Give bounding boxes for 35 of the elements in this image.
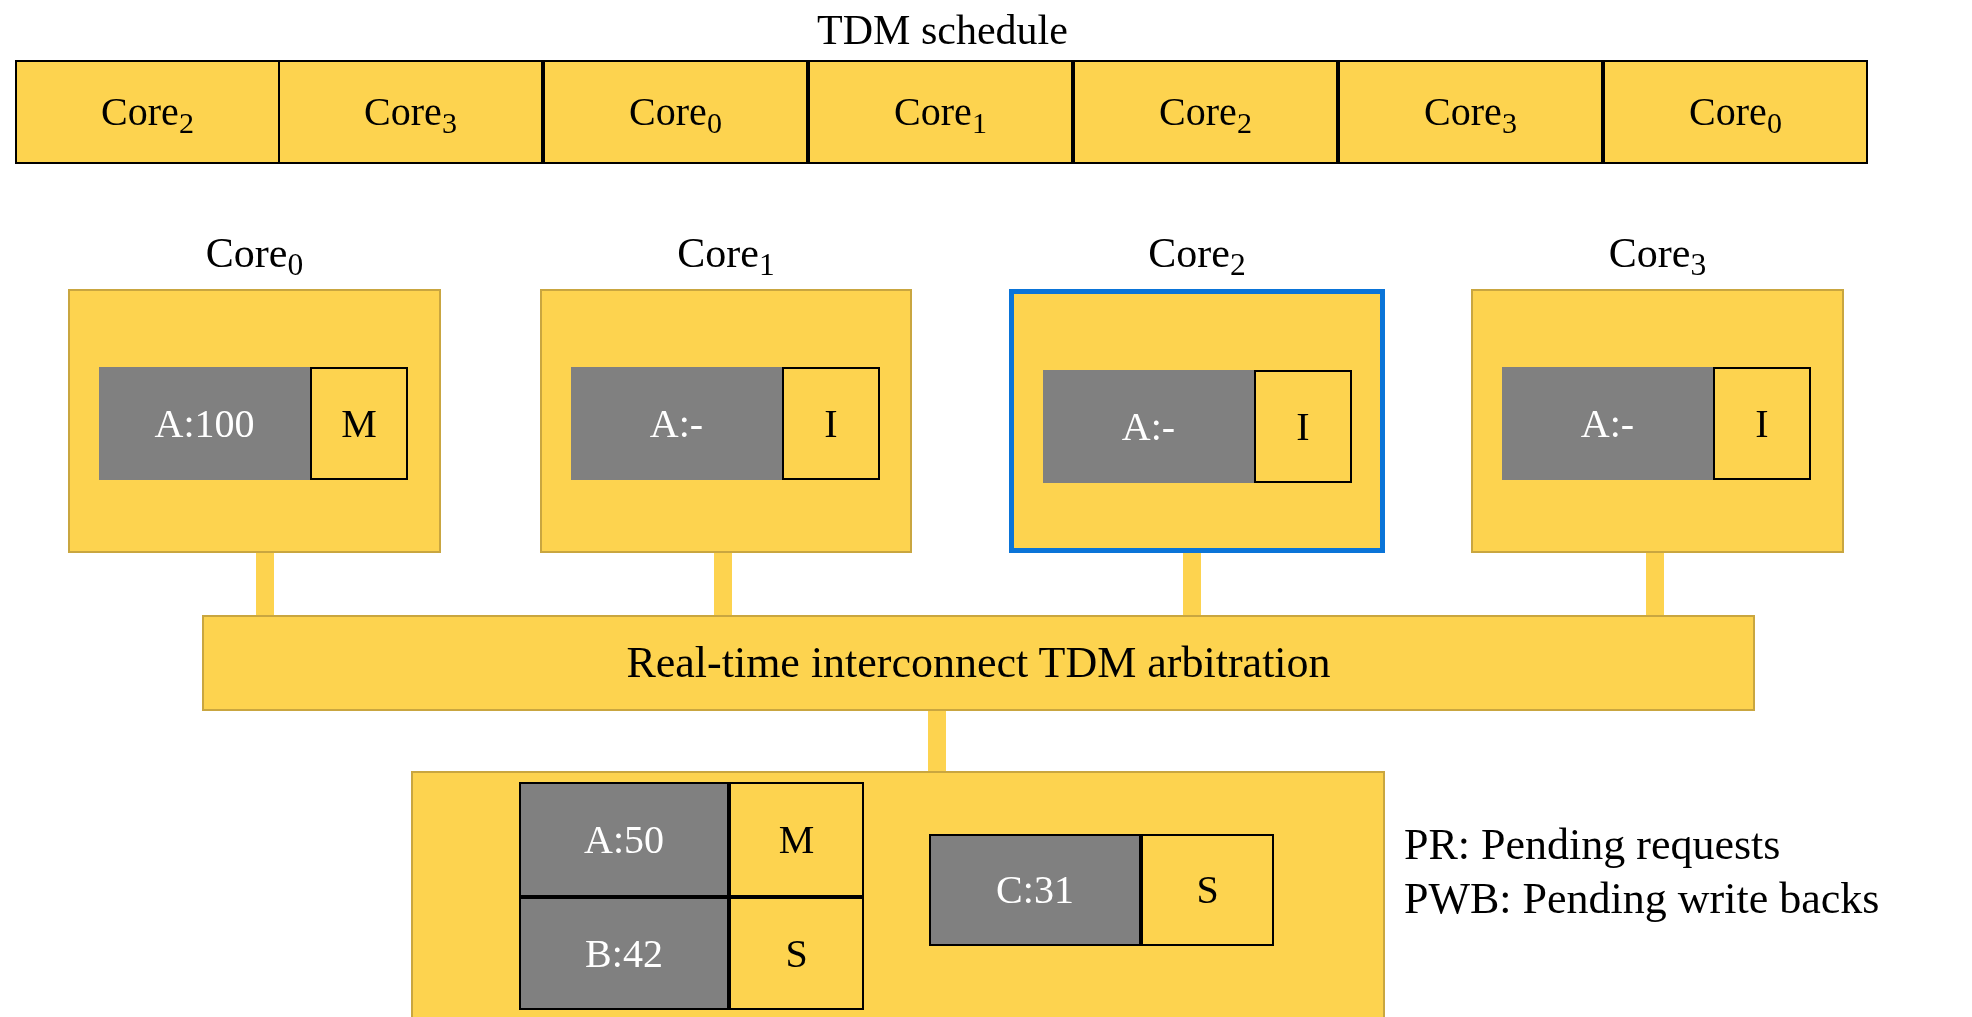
cache-tag: A:100	[99, 367, 310, 480]
cache-state: I	[782, 367, 880, 480]
connector-bar	[714, 553, 732, 615]
core-heading: Core$_{1}$	[676, 229, 776, 283]
schedule-slot: Core$_{2}$	[1073, 60, 1338, 164]
legend-note: PWB: Pending write backs	[1404, 873, 1880, 925]
schedule-slot: Core$_{2}$	[15, 60, 280, 164]
schedule-slot: Core$_{0}$	[1603, 60, 1868, 164]
cache-tag: A:50	[519, 782, 729, 897]
cache-tag: A:-	[1502, 367, 1713, 480]
core-heading: Core$_{3}$	[1607, 229, 1708, 283]
schedule-slot: Core$_{3}$	[1338, 60, 1603, 164]
connector-bar	[928, 711, 946, 771]
cache-tag: C:31	[929, 834, 1141, 946]
cache-state: M	[310, 367, 408, 480]
core-heading: Core$_{2}$	[1147, 229, 1247, 283]
schedule-title: TDM schedule	[816, 6, 1069, 55]
cache-state: I	[1713, 367, 1811, 480]
schedule-slot: Core$_{0}$	[543, 60, 808, 164]
connector-bar	[1183, 553, 1201, 615]
cache-state: M	[729, 782, 864, 897]
shared-cache-box	[411, 771, 1385, 1017]
cache-tag: A:-	[571, 367, 782, 480]
cache-state: I	[1254, 370, 1352, 483]
connector-bar	[256, 553, 274, 615]
connector-bar	[1646, 553, 1664, 615]
core-heading: Core$_{0}$	[204, 229, 305, 283]
interconnect-bar: Real-time interconnect TDM arbitration	[202, 615, 1755, 711]
cache-state: S	[1141, 834, 1274, 946]
legend-note: PR: Pending requests	[1404, 819, 1782, 871]
schedule-slot: Core$_{1}$	[808, 60, 1073, 164]
schedule-slot: Core$_{3}$	[278, 60, 543, 164]
cache-tag: B:42	[519, 897, 729, 1010]
cache-tag: A:-	[1043, 370, 1254, 483]
cache-state: S	[729, 897, 864, 1010]
